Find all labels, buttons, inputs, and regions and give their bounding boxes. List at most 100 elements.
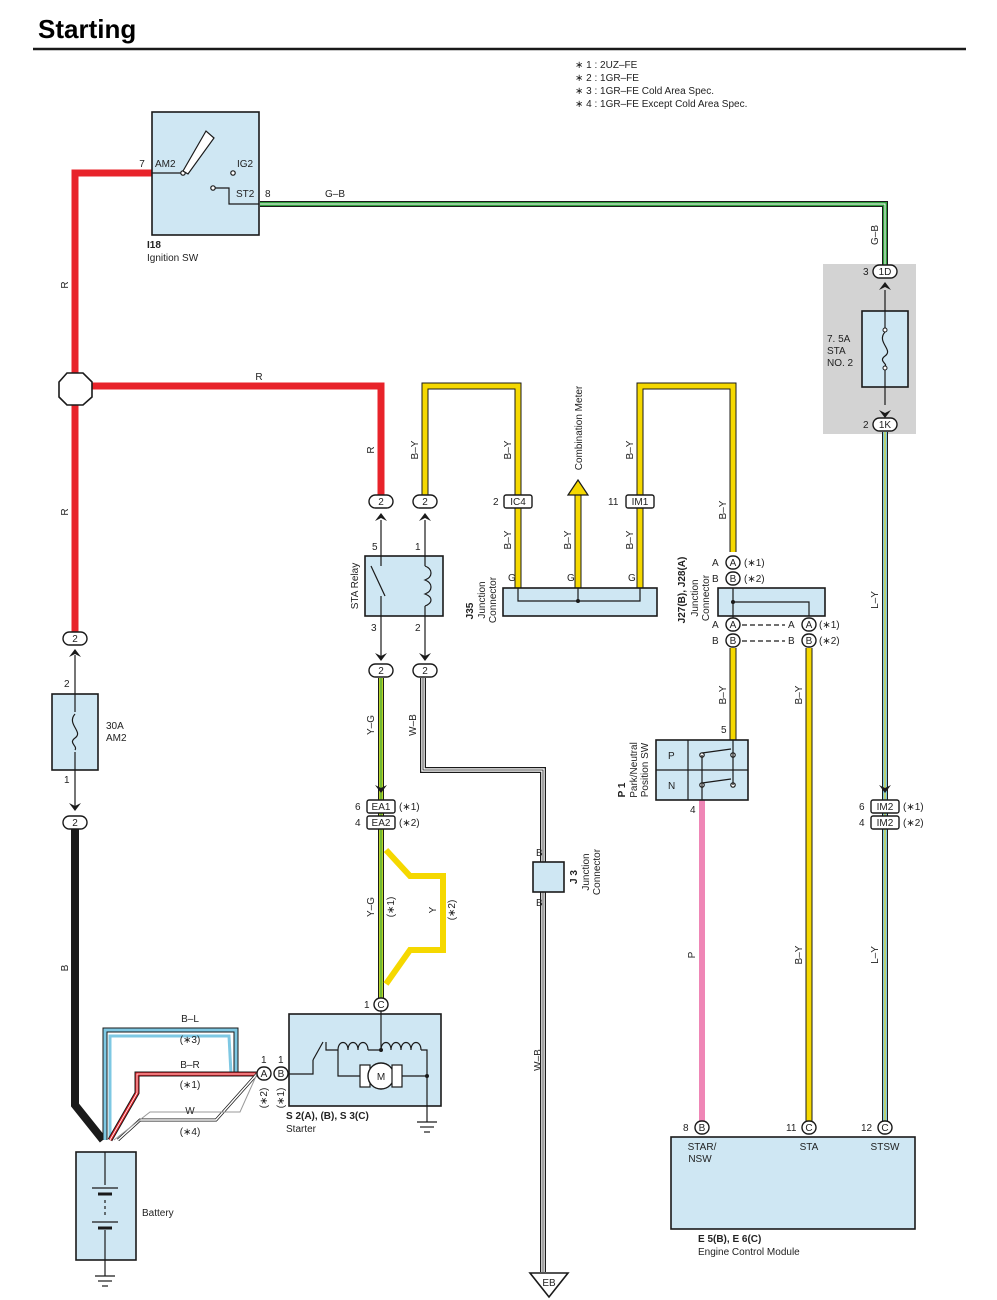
wire-by-loop1: [422, 383, 521, 588]
j35-im1-pin: 11: [608, 497, 619, 508]
im2-pin-2: 4: [859, 818, 865, 829]
am2-fuse-element: [71, 713, 79, 751]
j27-a-pin: A: [712, 558, 719, 569]
ecm-conn-c2: [877, 1120, 893, 1135]
conn-1k-label: 1K: [879, 420, 892, 431]
relay-conn-2: [412, 663, 438, 678]
wire-r-relay: [75, 382, 385, 497]
sta-relay: 2 2 5 1 3 2 2 2 STA Relay: [350, 494, 444, 678]
j28-a-right-note: (∗1): [819, 620, 840, 631]
j28-b-right-pin: B: [788, 636, 795, 647]
page-title: Starting: [38, 14, 136, 44]
j35-ic4-label: IC4: [510, 497, 526, 508]
j27-conn-a-label: A: [730, 558, 737, 569]
p1-code: P 1: [617, 782, 628, 797]
ecm-conn-c2-label: C: [881, 1123, 888, 1134]
ignition-label-ig2: IG2: [237, 159, 254, 170]
j35-g-1: G: [508, 573, 516, 584]
starter-switch-out: [325, 1042, 338, 1051]
wire-gb-stripe: [260, 203, 886, 268]
starter-solenoid-switch: [312, 1041, 324, 1061]
im2-label-1: IM2: [877, 802, 894, 813]
conn-1k-pin: 2: [863, 420, 869, 431]
j27-code: J27(B), J28(A): [677, 557, 688, 624]
wire-label-w-note: (∗4): [180, 1127, 201, 1138]
ecm-body: [670, 1136, 916, 1230]
ecm-conn-c1-label: C: [805, 1123, 812, 1134]
j3-body: [532, 861, 565, 893]
relay-pin-1: 1: [415, 542, 421, 553]
ecm-conn-b: [694, 1120, 710, 1135]
j28-conn-b-right: [801, 633, 817, 648]
j27-node: [731, 600, 735, 604]
im2-pin-1: 6: [859, 802, 865, 813]
ecm-code: E 5(B), E 6(C): [698, 1234, 761, 1245]
starter-motor-lead: [337, 1050, 360, 1077]
p1-pin-4: 4: [690, 805, 696, 816]
wire-label-r-4: R: [366, 446, 377, 453]
wire-label-y: Y: [428, 906, 439, 913]
wire-label-yg-1: Y–G: [366, 715, 377, 735]
variant-notes: ∗ 1 : 2UZ–FE ∗ 2 : 1GR–FE ∗ 3 : 1GR–FE C…: [575, 60, 747, 110]
eb-label: EB: [542, 1278, 556, 1289]
wire-label-r-3: R: [255, 372, 262, 383]
ecm-name: Engine Control Module: [698, 1247, 800, 1258]
engine-control-module: B 8 C 11 C 12 STAR/ NSW STA STSW E 5(B),…: [670, 1120, 916, 1258]
sta-fuse-element: [881, 331, 889, 367]
ea2-conn: [366, 815, 396, 830]
j28-b-left-pin: B: [712, 636, 719, 647]
starter-coil-node: [379, 1048, 383, 1052]
relay-arrow-2: [419, 653, 431, 661]
j35-g-3: G: [628, 573, 636, 584]
j28-conn-b-left-label: B: [730, 636, 737, 647]
relay-sw-blade: [370, 565, 386, 597]
conn-1d-label: 1D: [879, 267, 892, 278]
relay-arrow-5: [375, 513, 387, 521]
wire-label-p: P: [687, 951, 698, 958]
ea2-note: (∗2): [399, 818, 420, 829]
j28-conn-b-right-label: B: [806, 636, 813, 647]
relay-conn-3-label: 2: [378, 666, 384, 677]
j28-conn-a-left: [725, 617, 741, 632]
j3-code: J 3: [569, 870, 580, 884]
ea2-label: EA2: [372, 818, 391, 829]
battery-name: Battery: [142, 1208, 174, 1219]
relay-pin-5: 5: [372, 542, 378, 553]
ignition-code: I18: [147, 240, 161, 251]
starter-pin-a: 1: [261, 1055, 267, 1066]
p1-name-2: Position SW: [640, 742, 651, 797]
ignition-pin-st2: 8: [265, 189, 271, 200]
starter: C 1 A B 1 1 (∗2) (∗1) M S 2(A), (B), S 3…: [256, 997, 442, 1135]
starter-name: Starter: [286, 1124, 317, 1135]
wire-label-by-4: B–Y: [563, 530, 574, 549]
starter-conn-a-label: A: [261, 1069, 268, 1080]
ecm-pin-11: 11: [786, 1123, 797, 1134]
wire-label-by-10: B–Y: [794, 945, 805, 964]
starter-coil-2: [380, 1041, 422, 1051]
wire-label-gb-2: G–B: [870, 225, 881, 245]
sta-fuse-number: NO. 2: [827, 358, 854, 369]
j28-b-right-note: (∗2): [819, 636, 840, 647]
j35-im1-label: IM1: [632, 497, 649, 508]
ignition-contact-ig2: [230, 170, 236, 176]
p1-n-label: N: [668, 781, 675, 792]
j35-body: [502, 587, 658, 617]
combination-meter-label: Combination Meter: [574, 385, 585, 470]
ecm-star: STAR/: [688, 1142, 717, 1153]
ignition-contact-st2: [210, 185, 216, 191]
wire-label-gb-1: G–B: [325, 189, 345, 200]
j27-conn-b: [725, 571, 741, 586]
wire-label-b: B: [60, 964, 71, 971]
j35-node: [576, 599, 580, 603]
wire-label-by-1: B–Y: [410, 440, 421, 459]
am2-fuse: 2 2 1 30A AM2 2: [51, 631, 127, 830]
ecm-sta: STA: [800, 1142, 819, 1153]
sta-fuse-name: STA: [827, 346, 846, 357]
ecm-conn-b-label: B: [699, 1123, 706, 1134]
wire-wb-stripe: [422, 678, 544, 1272]
wire-y-bypass: [383, 847, 446, 986]
park-neutral-switch: P N 5 4 P 1 Park/Neutral Position SW: [617, 725, 749, 816]
starter-a-note: (∗2): [259, 1088, 270, 1109]
wire-label-ly-2: L–Y: [870, 946, 881, 964]
ignition-rotor: [182, 130, 215, 175]
